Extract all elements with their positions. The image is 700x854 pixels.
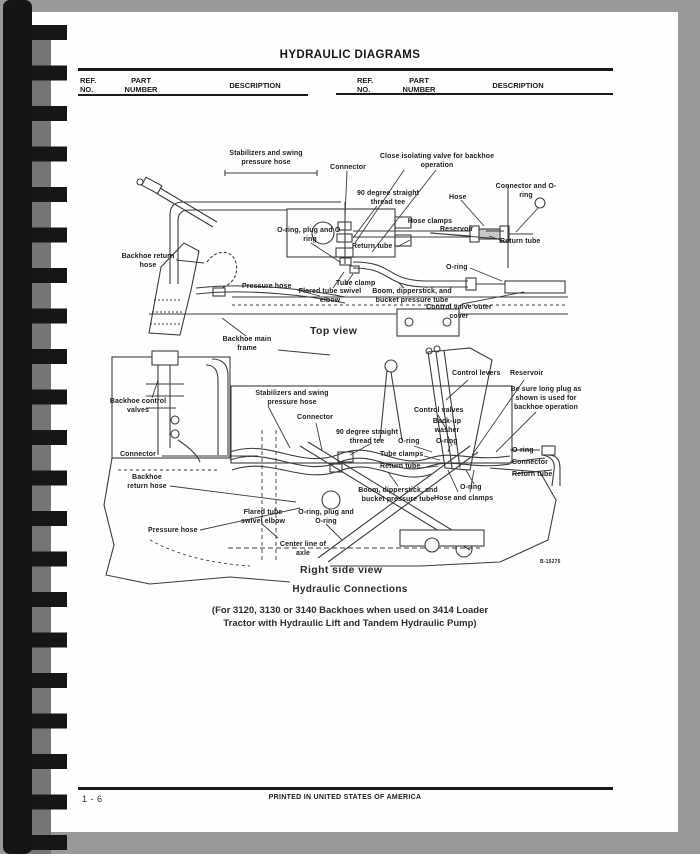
col-desc-right: DESCRIPTION bbox=[492, 81, 544, 90]
label-control-valve-outer-cover: Control valve outer cover bbox=[426, 304, 492, 321]
label-connector-and-oring: Connector and O-ring bbox=[495, 183, 557, 200]
label-hose-clamps-top: Hose clamps bbox=[407, 218, 453, 225]
col-ref-right: REF. NO. bbox=[357, 76, 374, 95]
figure-caption-title: Hydraulic Connections bbox=[292, 584, 408, 595]
page-number: 1 - 6 bbox=[82, 794, 103, 804]
label-pressure-hose-side: Pressure hose bbox=[148, 527, 198, 534]
binding-spine bbox=[3, 0, 32, 854]
header-underline-right bbox=[336, 93, 613, 95]
col-ref-left: REF. NO. bbox=[80, 76, 97, 95]
figure-caption-line1: (For 3120, 3130 or 3140 Backhoes when us… bbox=[211, 605, 489, 616]
page-title: HYDRAULIC DIAGRAMS bbox=[279, 49, 421, 61]
label-tube-clamp-top: Tube clamp bbox=[336, 280, 376, 287]
label-return-tube-right-side: Return tube bbox=[512, 471, 553, 478]
label-return-tube-left-side: Return tube bbox=[380, 463, 421, 470]
label-oring-top: O-ring bbox=[446, 264, 468, 271]
side-view-drawing bbox=[103, 345, 561, 585]
label-reservoir-side: Reservoir bbox=[510, 370, 544, 377]
label-connector-right-side: Connector bbox=[512, 459, 548, 466]
label-oring-plug-side: O-ring, plug and O-ring bbox=[298, 509, 354, 526]
top-view-caption: Top view bbox=[310, 325, 358, 337]
label-tube-clamps-side: Tube clamps bbox=[380, 451, 424, 458]
label-backhoe-return-hose-side: Backhoe return hose bbox=[127, 474, 167, 491]
figure-caption-line2: Tractor with Hydraulic Lift and Tandem H… bbox=[223, 618, 477, 629]
label-connector-mid-side: Connector bbox=[297, 414, 333, 421]
label-backhoe-control-valves: Backhoe control valves bbox=[109, 398, 167, 415]
label-return-tube-top: Return tube bbox=[352, 243, 393, 250]
label-backup-washer: Back-up washer bbox=[432, 418, 462, 435]
label-oring-plug-top: O-ring, plug and O-ring bbox=[277, 227, 343, 244]
header-heavy-rule bbox=[78, 68, 613, 71]
binding-teeth bbox=[30, 25, 67, 854]
footer-rule bbox=[78, 787, 613, 790]
label-connector-top: Connector bbox=[330, 164, 366, 171]
label-hose-top: Hose bbox=[449, 194, 467, 201]
label-oring-d-side: O-ring bbox=[460, 484, 482, 491]
label-oring-c-side: O-ring bbox=[512, 447, 534, 454]
header-underline-left bbox=[78, 94, 308, 96]
label-connector-left-side: Connector bbox=[120, 451, 156, 458]
top-view-drawing bbox=[136, 169, 568, 337]
label-boom-tube-side: Boom, dipperstick, and bucket pressure t… bbox=[358, 487, 438, 504]
label-close-isolating-valve: Close isolating valve for backhoe operat… bbox=[379, 153, 495, 170]
label-pressure-hose-top: Pressure hose bbox=[242, 283, 292, 290]
label-90deg-tee-side: 90 degree straight thread tee bbox=[335, 429, 399, 446]
label-return-tube-right-top: Return tube bbox=[500, 238, 541, 245]
label-stabilizers-hose-side: Stabilizers and swing pressure hose bbox=[255, 390, 329, 407]
label-hose-and-clamps: Hose and clamps bbox=[434, 495, 494, 502]
comb-binding bbox=[0, 0, 72, 854]
col-part-right: PART NUMBER bbox=[402, 76, 436, 95]
label-long-plug-note: Be sure long plug as shown is used for b… bbox=[510, 386, 582, 412]
label-flared-elbow-side: Flared tube swivel elbow bbox=[241, 509, 285, 526]
label-control-levers: Control levers bbox=[452, 370, 501, 377]
label-backhoe-main-frame: Backhoe main frame bbox=[222, 336, 272, 353]
label-control-valves-side: Control valves bbox=[414, 407, 464, 414]
label-stabilizers-hose-top: Stabilizers and swing pressure hose bbox=[229, 150, 303, 167]
label-boom-tube-top: Boom, dipperstick, and bucket pressure t… bbox=[372, 288, 452, 305]
label-backhoe-return-hose-top: Backhoe return hose bbox=[121, 253, 175, 270]
label-flared-elbow-top: Flared tube swivel elbow bbox=[298, 288, 362, 305]
label-reservoir-top: Reservoir bbox=[440, 226, 474, 233]
label-oring-a-side: O-ring bbox=[398, 438, 420, 445]
printed-note: PRINTED IN UNITED STATES OF AMERICA bbox=[268, 794, 422, 801]
side-view-caption: Right side view bbox=[300, 564, 383, 576]
label-90deg-tee-top: 90 degree straight thread tee bbox=[356, 190, 420, 207]
col-part-left: PART NUMBER bbox=[124, 76, 158, 95]
label-center-line-of-axle: Center line of axle bbox=[279, 541, 327, 558]
col-desc-left: DESCRIPTION bbox=[229, 81, 281, 90]
label-oring-b-side: O-ring bbox=[436, 438, 458, 445]
figure-number: B-15276 bbox=[540, 559, 561, 565]
